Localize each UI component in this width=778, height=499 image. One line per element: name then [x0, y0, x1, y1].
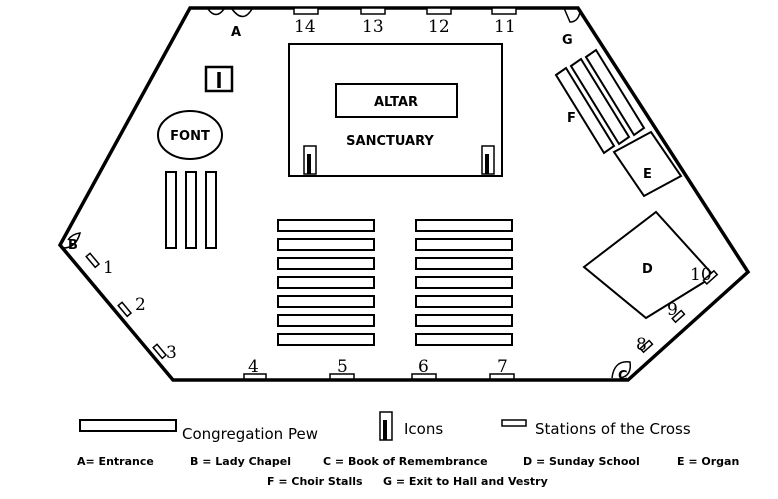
congregation-pew [277, 295, 375, 308]
station-marker [702, 269, 719, 285]
icon-marker [303, 145, 317, 175]
area-label-g: G [562, 33, 573, 48]
nave-pews-left [277, 219, 375, 346]
legend-icon-swatch [379, 411, 393, 441]
choir-stall [569, 57, 631, 146]
station-number: 7 [497, 357, 508, 377]
station-marker [329, 373, 355, 380]
entrance-door [207, 8, 225, 16]
remembrance-door [611, 361, 632, 379]
legend-stations-label: Stations of the Cross [535, 420, 691, 438]
nave-pews-right [415, 219, 513, 346]
congregation-pew [277, 276, 375, 289]
font-label: FONT [170, 129, 210, 144]
congregation-pew [415, 295, 513, 308]
station-number: 3 [166, 343, 177, 363]
congregation-pew [277, 238, 375, 251]
legend-icons-label: Icons [404, 420, 443, 438]
area-label-f: F [567, 111, 576, 126]
church-outline [57, 6, 751, 382]
congregation-pew [277, 257, 375, 270]
station-marker [360, 7, 386, 15]
station-marker [243, 373, 267, 380]
station-number: 4 [248, 357, 259, 377]
key-choir-stalls: F = Choir Stalls [267, 475, 363, 488]
congregation-pew [277, 333, 375, 346]
sanctuary-label: SANCTUARY [346, 134, 434, 149]
congregation-pew [415, 238, 513, 251]
station-marker [117, 301, 133, 318]
key-sunday-school: D = Sunday School [523, 455, 640, 468]
congregation-pew [415, 333, 513, 346]
area-label-d: D [642, 262, 653, 277]
altar [335, 83, 458, 118]
station-number: 8 [636, 335, 647, 355]
congregation-pew [277, 219, 375, 232]
station-marker [152, 343, 168, 360]
station-marker [411, 373, 437, 380]
legend: Congregation Pew Icons Stations of the C… [79, 411, 691, 443]
station-markers [85, 7, 719, 380]
area-label-c: C [618, 369, 628, 384]
congregation-pew [415, 219, 513, 232]
entrance-door [231, 8, 253, 18]
congregation-pew [415, 314, 513, 327]
station-marker [671, 309, 686, 324]
station-marker [491, 7, 517, 15]
station-number: 5 [337, 357, 348, 377]
station-marker [489, 373, 515, 380]
key-remembrance: C = Book of Remembrance [323, 455, 488, 468]
baptismal-font [157, 110, 223, 160]
choir-stall [584, 48, 646, 137]
station-number: 2 [135, 295, 146, 315]
station-number: 14 [294, 17, 316, 37]
choir-stall [554, 66, 616, 155]
station-number: 12 [428, 17, 450, 37]
station-number: 10 [690, 265, 712, 285]
lady-chapel-door [62, 232, 82, 249]
key-lady-chapel: B = Lady Chapel [190, 455, 291, 468]
legend-pew-swatch [79, 419, 177, 432]
congregation-pew [415, 257, 513, 270]
icon-marker [204, 65, 234, 93]
congregation-pew [165, 171, 177, 249]
congregation-pew [277, 314, 375, 327]
station-marker [85, 252, 101, 269]
station-marker [293, 7, 319, 15]
station-number: 6 [418, 357, 429, 377]
station-number: 13 [362, 17, 384, 37]
area-label-a: A [231, 25, 241, 40]
area-key: A= Entrance B = Lady Chapel C = Book of … [77, 455, 739, 488]
key-organ: E = Organ [677, 455, 739, 468]
icon-marker [481, 145, 495, 175]
altar-label: ALTAR [374, 95, 418, 110]
sanctuary [288, 43, 503, 177]
area-label-e: E [643, 167, 652, 182]
legend-station-swatch [501, 419, 527, 427]
congregation-pew [415, 276, 513, 289]
choir-stalls [554, 48, 646, 155]
key-entrance: A= Entrance [77, 455, 154, 468]
station-number: 11 [494, 17, 516, 37]
area-label-b: B [68, 238, 78, 253]
congregation-pew [185, 171, 197, 249]
station-number: 1 [103, 258, 114, 278]
station-number: 9 [667, 300, 678, 320]
legend-pew-label: Congregation Pew [182, 425, 318, 443]
congregation-pew [205, 171, 217, 249]
exit-door [563, 7, 581, 23]
station-marker [426, 7, 452, 15]
key-exit: G = Exit to Hall and Vestry [383, 475, 548, 488]
organ [612, 130, 683, 198]
station-marker [639, 339, 654, 354]
